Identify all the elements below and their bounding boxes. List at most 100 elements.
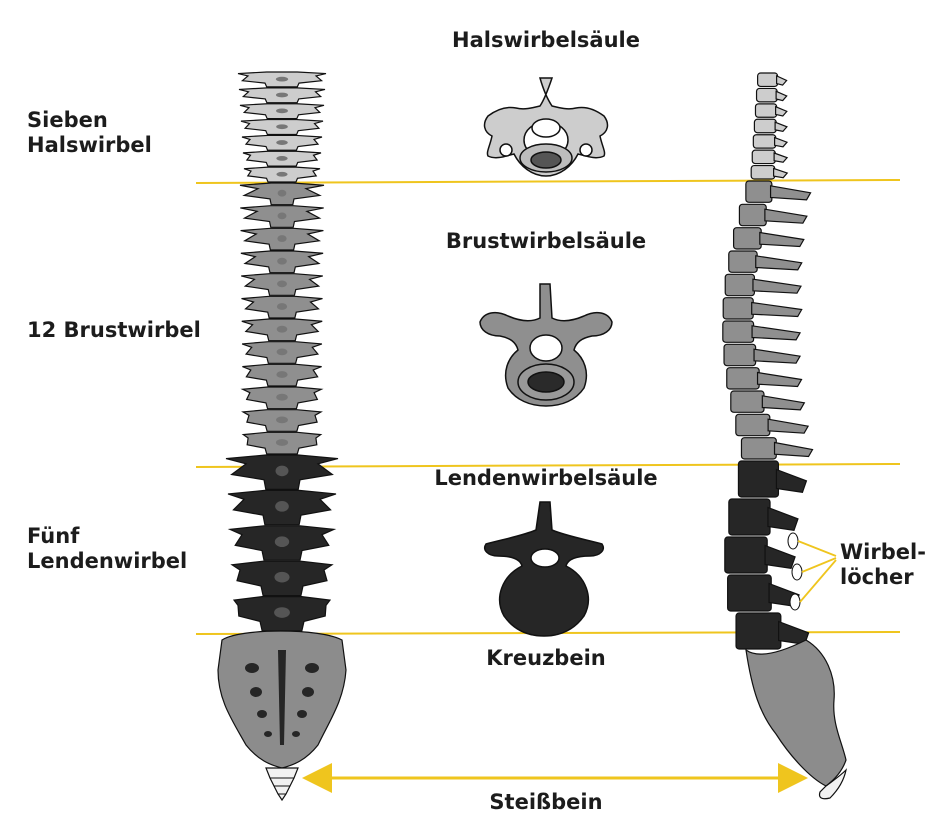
front-thoracic-spinous-process: [277, 258, 287, 265]
side-sacrum: [746, 640, 846, 786]
side-cervical-body: [753, 135, 775, 148]
cervical-vertebra-illustration: [485, 78, 608, 176]
side-cervical-spinous-process: [776, 91, 787, 100]
side-thoracic-spinous-process: [771, 186, 811, 200]
side-cervical-body: [757, 88, 778, 101]
label-lumbar-count-line2: Lendenwirbel: [27, 549, 187, 574]
side-thoracic-spinous-process: [762, 396, 804, 410]
side-thoracic-spinous-process: [756, 256, 802, 270]
label-thoracic-count: 12 Brustwirbel: [27, 318, 201, 343]
front-thoracic-spinous-process: [278, 212, 287, 219]
front-cervical-spinous-process: [276, 108, 288, 113]
front-cervical-spinous-process: [276, 124, 288, 129]
side-thoracic-body: [739, 204, 766, 225]
side-thoracic-spinous-process: [754, 349, 800, 363]
side-thoracic-spinous-process: [752, 303, 802, 317]
label-sacrum: Kreuzbein: [486, 646, 605, 671]
side-cervical-body: [754, 119, 776, 132]
side-thoracic-spinous-process: [752, 326, 800, 340]
thoracic-vertebra-illustration: [480, 284, 612, 406]
front-thoracic-spinous-process: [277, 303, 287, 310]
side-cervical-spinous-process: [776, 107, 787, 116]
side-cervical-segment: [751, 73, 787, 179]
label-thoracic-spine: Brustwirbelsäule: [446, 229, 646, 254]
side-thoracic-body: [729, 251, 757, 272]
front-cervical-spinous-process: [276, 93, 288, 98]
side-lumbar-spinous-process: [776, 470, 806, 493]
front-thoracic-spinous-process: [278, 190, 287, 197]
side-lumbar-body: [728, 575, 772, 611]
front-cervical-spinous-process: [276, 77, 288, 82]
side-thoracic-body: [727, 368, 759, 389]
side-thoracic-body: [741, 438, 776, 459]
side-thoracic-spinous-process: [768, 419, 808, 433]
foramen-1: [788, 533, 798, 549]
side-cervical-body: [751, 166, 775, 179]
label-foramina-line2: löcher: [840, 565, 926, 590]
side-thoracic-spinous-process: [765, 209, 807, 223]
side-lumbar-body: [738, 461, 778, 497]
front-thoracic-segment: [240, 183, 324, 454]
label-coccyx: Steißbein: [489, 790, 602, 815]
divider-cervical-thoracic: [196, 180, 900, 183]
front-cervical-spinous-process: [276, 156, 287, 161]
side-cervical-spinous-process: [774, 153, 787, 162]
front-thoracic-spinous-process: [277, 326, 288, 333]
front-lumbar-segment: [226, 455, 338, 631]
side-thoracic-spinous-process: [775, 443, 813, 457]
side-lumbar-spinous-process: [768, 508, 798, 531]
label-lumbar-spine: Lendenwirbelsäule: [434, 466, 657, 491]
side-thoracic-body: [725, 274, 754, 295]
front-lumbar-spinous-process: [275, 501, 289, 512]
front-lumbar-spinous-process: [274, 607, 290, 618]
front-lumbar-spinous-process: [276, 466, 289, 477]
front-thoracic-spinous-process: [277, 348, 288, 355]
front-cervical-segment: [238, 72, 326, 182]
side-thoracic-body: [746, 181, 772, 202]
side-cervical-spinous-process: [775, 122, 787, 131]
front-cervical-spinous-process: [276, 140, 288, 145]
label-lumbar-count-line1: Fünf: [27, 524, 187, 549]
side-thoracic-spinous-process: [758, 373, 802, 387]
side-thoracic-body: [731, 391, 764, 412]
side-thoracic-body: [736, 414, 770, 435]
label-cervical-count-line1: Sieben: [27, 108, 152, 133]
front-coccyx: [266, 768, 298, 800]
front-thoracic-spinous-process: [276, 439, 288, 446]
front-thoracic-spinous-process: [276, 416, 288, 423]
side-thoracic-spinous-process: [760, 233, 804, 247]
label-foramina-line1: Wirbel-: [840, 540, 926, 565]
side-cervical-spinous-process: [774, 168, 788, 177]
side-lumbar-spinous-process: [765, 546, 795, 569]
side-lumbar-segment: [725, 461, 809, 649]
label-lumbar-count: Fünf Lendenwirbel: [27, 524, 187, 574]
side-thoracic-body: [724, 344, 756, 365]
label-cervical-spine: Halswirbelsäule: [452, 28, 640, 53]
foramina-pointer-lines: [798, 541, 836, 602]
foramen-3: [790, 594, 800, 610]
front-lumbar-spinous-process: [274, 572, 289, 583]
side-thoracic-body: [723, 298, 753, 319]
side-thoracic-body: [723, 321, 754, 342]
side-lumbar-body: [729, 499, 770, 535]
label-cervical-count-line2: Halswirbel: [27, 133, 152, 158]
side-thoracic-segment: [723, 181, 813, 459]
side-cervical-body: [758, 73, 778, 86]
side-cervical-spinous-process: [775, 138, 787, 147]
front-cervical-spinous-process: [276, 172, 287, 177]
lumbar-vertebra-illustration: [485, 502, 604, 636]
side-thoracic-spinous-process: [753, 279, 801, 293]
side-thoracic-body: [734, 228, 762, 249]
front-view-spine: [218, 72, 346, 800]
front-thoracic-spinous-process: [277, 280, 287, 287]
label-foramina: Wirbel- löcher: [840, 540, 926, 590]
side-cervical-body: [755, 104, 776, 117]
label-cervical-count: Sieben Halswirbel: [27, 108, 152, 158]
front-lumbar-spinous-process: [275, 536, 289, 547]
front-thoracic-spinous-process: [277, 235, 286, 242]
foramen-2: [792, 564, 802, 580]
side-foramina: [788, 533, 802, 610]
side-view-spine: [723, 73, 846, 799]
side-cervical-body: [752, 150, 775, 163]
front-thoracic-spinous-process: [276, 371, 287, 378]
